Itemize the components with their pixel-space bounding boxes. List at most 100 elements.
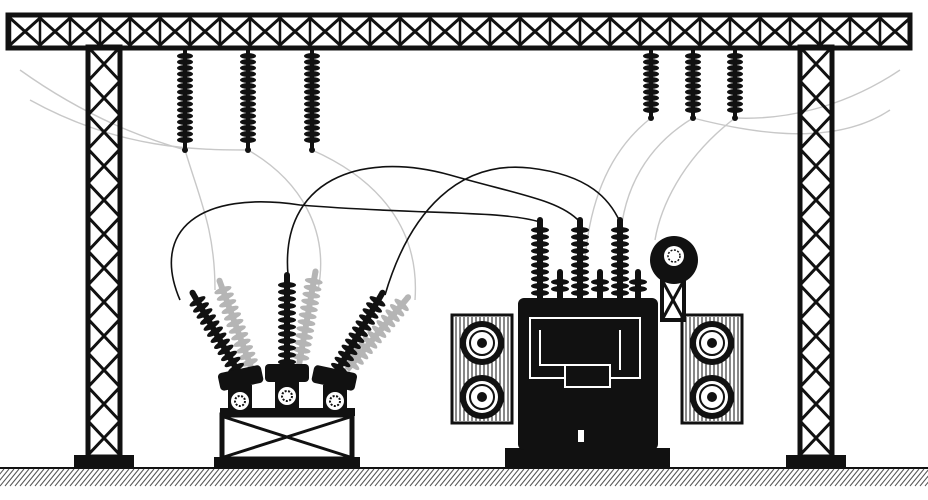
- tower-brace: [86, 79, 122, 117]
- bushing-shed: [349, 352, 364, 365]
- transformer-base: [505, 448, 670, 468]
- ground-hatch: [579, 468, 595, 487]
- bushing-shed: [338, 350, 354, 362]
- ground-hatch: [134, 468, 150, 487]
- ground-hatch: [189, 468, 205, 487]
- insulator-disc: [727, 107, 743, 113]
- bushing-shed: [278, 359, 296, 365]
- ground-hatch: [569, 468, 585, 487]
- bushing-shed: [629, 286, 647, 292]
- insulator-disc: [240, 119, 256, 125]
- ground-hatch: [59, 468, 75, 487]
- ground-hatch: [14, 468, 30, 487]
- insulator-disc: [643, 95, 659, 101]
- insulator-disc: [304, 59, 320, 65]
- ground-hatch: [39, 468, 55, 487]
- bushing-shed: [611, 276, 629, 282]
- ground-hatch: [649, 468, 665, 487]
- insulator-disc: [304, 131, 320, 137]
- bushing-shed: [203, 320, 220, 331]
- insulator-clamp: [648, 115, 654, 121]
- ground-hatch: [324, 468, 340, 487]
- ground-hatch: [19, 468, 35, 487]
- ground-hatch: [9, 468, 25, 487]
- bushing-shed: [296, 326, 315, 333]
- bushing-shed: [334, 356, 351, 368]
- ground-hatch: [289, 468, 305, 487]
- ground-hatch: [114, 468, 130, 487]
- ground-hatch: [234, 468, 250, 487]
- ground-hatch: [409, 468, 425, 487]
- insulator-disc: [685, 65, 701, 71]
- insulator-disc: [177, 125, 193, 131]
- left-lattice-tower: [74, 44, 134, 468]
- ground-hatch: [34, 468, 50, 487]
- bushing-terminal: [216, 277, 223, 284]
- insulator-disc: [643, 89, 659, 95]
- gauge: [231, 392, 249, 410]
- lv-bushing: [551, 269, 569, 300]
- ground-hatch: [644, 468, 660, 487]
- ground-hatch: [859, 468, 875, 487]
- ground-hatch: [804, 468, 820, 487]
- ground-hatch: [604, 468, 620, 487]
- beam-brace: [338, 16, 372, 47]
- ground-hatch: [199, 468, 215, 487]
- ground-hatch: [49, 468, 65, 487]
- insulator-disc: [177, 113, 193, 119]
- ghost-bushing: [214, 277, 258, 372]
- ground-hatch: [489, 468, 505, 487]
- beam-brace: [428, 16, 462, 47]
- ground-hatch: [84, 468, 100, 487]
- ground-hatch: [819, 468, 835, 487]
- insulator-disc: [643, 71, 659, 77]
- tower-footing: [74, 455, 134, 468]
- ground-hatch: [169, 468, 185, 487]
- ground-hatch: [294, 468, 310, 487]
- lv-bushing: [591, 269, 609, 300]
- ground-hatch: [249, 468, 265, 487]
- insulator-disc: [304, 119, 320, 125]
- insulator-clamp: [309, 147, 315, 153]
- fan-ring: [699, 384, 725, 410]
- bushing-shed: [278, 352, 296, 358]
- ground-hatch: [194, 468, 210, 487]
- ground-hatch: [834, 468, 850, 487]
- bushing-shed: [214, 338, 230, 350]
- bushing-terminal: [537, 217, 543, 223]
- ground-hatch: [89, 468, 105, 487]
- insulator-disc: [177, 65, 193, 71]
- wire: [19, 69, 186, 151]
- ground-hatch: [504, 468, 520, 487]
- bushing-shed: [235, 345, 253, 354]
- ground-hatch: [484, 468, 500, 487]
- insulator-disc: [304, 65, 320, 71]
- insulator-disc: [643, 59, 659, 65]
- fan-ring: [699, 330, 725, 356]
- tower-brace: [798, 45, 834, 83]
- ground-hatch: [389, 468, 405, 487]
- bushing-shed: [278, 324, 296, 330]
- ground-hatch: [284, 468, 300, 487]
- wire: [170, 201, 541, 301]
- stand-base: [214, 457, 360, 467]
- insulator-disc: [685, 53, 701, 59]
- beam-brace: [878, 16, 912, 47]
- tower-brace: [798, 79, 834, 117]
- oil-level-gauge: [664, 246, 684, 266]
- bushing-shed: [362, 308, 379, 319]
- ground-hatch: [924, 481, 928, 487]
- ground-hatch: [854, 468, 870, 487]
- bushing-terminal: [405, 294, 412, 301]
- ground-hatch: [309, 468, 325, 487]
- bushing-shed: [291, 353, 310, 361]
- bushing-shed: [223, 312, 242, 321]
- insulator-disc: [240, 137, 256, 143]
- ground-hatch: [619, 468, 635, 487]
- bushing-shed: [531, 269, 549, 275]
- ground-hatch: [749, 468, 765, 487]
- ground: [0, 467, 928, 487]
- stand-brace: [223, 415, 351, 459]
- insulator-disc: [643, 107, 659, 113]
